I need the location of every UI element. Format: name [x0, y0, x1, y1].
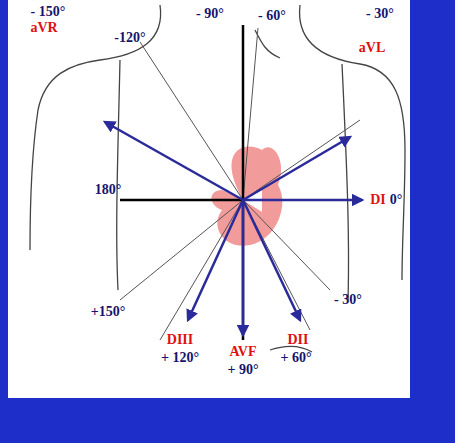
angle-label: 180°	[95, 183, 122, 197]
angle-label: -120°	[114, 31, 145, 45]
angle-label: - 90°	[196, 7, 224, 21]
lead-name: DI	[370, 193, 386, 207]
angle-label: - 150°	[31, 5, 66, 19]
torso-outline	[30, 5, 405, 352]
angle-label: +150°	[91, 305, 126, 319]
angle-label: 0°	[390, 193, 403, 207]
heart-shape	[212, 147, 283, 246]
angle-label: - 30°	[366, 7, 394, 21]
axis-lines	[120, 28, 360, 340]
main-axes	[120, 25, 243, 340]
angle-label: + 90°	[227, 363, 258, 377]
lead-name: AVF	[230, 345, 257, 359]
lead-name: aVR	[30, 21, 57, 35]
lead-name: aVL	[359, 41, 385, 55]
lead-name: DII	[287, 333, 308, 347]
angle-label: + 120°	[161, 351, 199, 365]
angle-label: + 60°	[280, 351, 311, 365]
lead-name: DIII	[167, 333, 193, 347]
lead-vectors	[105, 122, 362, 335]
angle-label: - 60°	[258, 9, 286, 23]
angle-label: - 30°	[334, 293, 362, 307]
